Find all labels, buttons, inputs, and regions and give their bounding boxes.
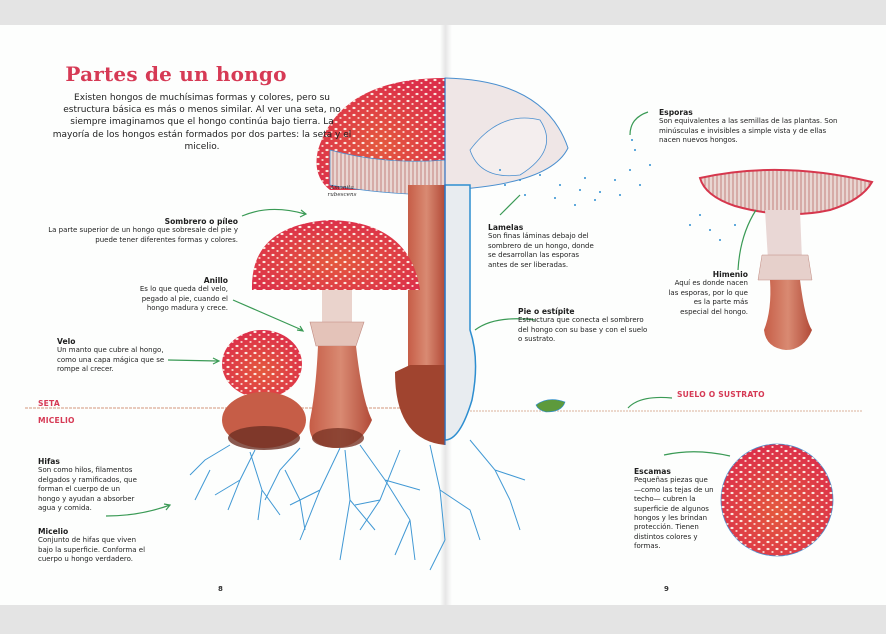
- section-suelo: SUELO O SUSTRATO: [677, 390, 765, 399]
- mushroom-scales-closeup: [720, 443, 834, 557]
- leaf: [535, 399, 566, 413]
- pointer-arrows: [105, 111, 757, 517]
- page-number-right: 9: [664, 585, 669, 593]
- section-seta: SETA: [38, 399, 60, 408]
- mushroom-illustration: [25, 77, 874, 571]
- label-esporas: Esporas Son equivalentes a las semillas …: [659, 108, 838, 145]
- mushroom-with-ring: [251, 220, 420, 448]
- page-title: Partes de un hongo: [65, 62, 287, 86]
- mushroom-hymenium: [698, 168, 874, 350]
- label-lamelas: Lamelas Son finas láminas debajo del som…: [488, 223, 594, 269]
- label-hifas: Hifas Son como hilos, filamentos delgado…: [38, 457, 137, 513]
- page-number-left: 8: [218, 585, 223, 593]
- mushroom-egg-veil: [222, 330, 306, 450]
- label-escamas: Escamas Pequeñas piezas que —como las te…: [634, 467, 714, 551]
- section-micelio: MICELIO: [38, 416, 75, 425]
- hyphae-roots: [189, 439, 526, 571]
- spores-cloud: [499, 139, 736, 241]
- label-anillo: Anillo Es lo que queda del velo, pegado …: [139, 276, 228, 313]
- label-micelio: Micelio Conjunto de hifas que viven bajo…: [38, 527, 146, 564]
- mushroom-cross-section: [316, 77, 569, 445]
- label-sombrero: Sombrero o píleo La parte superior de un…: [48, 217, 238, 244]
- label-velo: Velo Un manto que cubre al hongo, como u…: [57, 337, 165, 374]
- intro-paragraph: Existen hongos de muchísimas formas y co…: [52, 93, 352, 152]
- species-caption: Amanita rubescens: [327, 185, 357, 198]
- label-pie: Pie o estípite Estructura que conecta el…: [518, 307, 648, 344]
- book-spread: Partes de un hongo Existen hongos de muc…: [0, 25, 886, 605]
- label-himenio: Himenio Aquí es donde nacen las esporas,…: [668, 270, 748, 316]
